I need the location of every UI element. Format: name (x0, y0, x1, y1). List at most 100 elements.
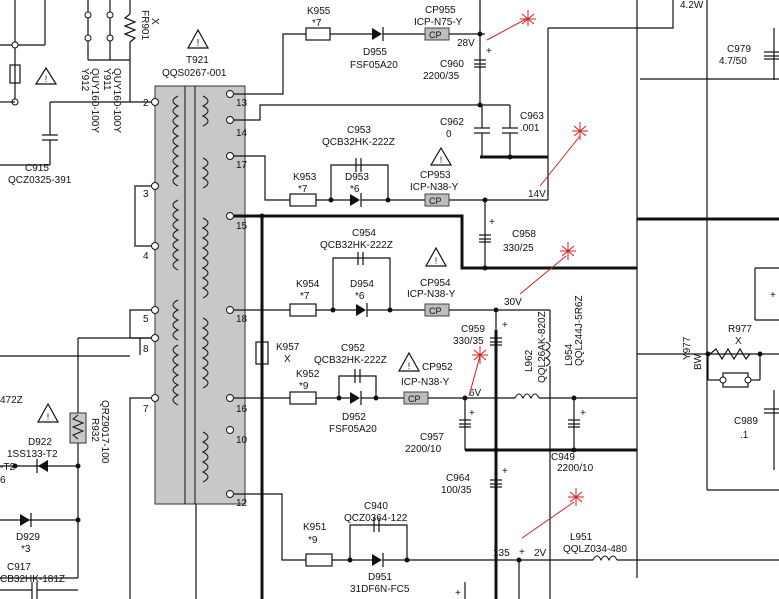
y911-label: Y911 (101, 68, 112, 91)
k954-label: K954 (296, 279, 320, 290)
voltage-28v: 28V (457, 38, 475, 49)
red-marker-5 (521, 488, 584, 539)
pin-3-label: 3 (143, 189, 149, 200)
d953-label: D953 (345, 172, 369, 183)
c949-label: C949 (551, 452, 575, 463)
svg-text:+: + (486, 46, 492, 57)
c962-value: 0 (446, 129, 452, 140)
k951-fuse (305, 553, 333, 567)
cp955-label: CP955 (425, 5, 456, 16)
d922-part: 1SS133-T2 (7, 449, 58, 460)
c964: + C964 100/35 (441, 466, 508, 496)
c954-label: C954 (352, 228, 376, 239)
l962-label: L962 (524, 349, 535, 372)
red-marker-4 (468, 346, 488, 397)
pin-16-label: 16 (236, 404, 248, 415)
c979-value: 4.7/50 (719, 56, 747, 67)
warning-icon: ! (397, 351, 421, 372)
svg-text:CP: CP (429, 30, 442, 40)
cp953-part: ICP-N38-Y (410, 182, 459, 193)
transformer-t921: ! T921 QQS0267-001 2 3 4 5 8 7 13 14 17 … (129, 28, 248, 599)
t921-label: T921 (186, 55, 209, 66)
c958-label: C958 (512, 229, 536, 240)
voltage-6v: 6V (469, 388, 482, 399)
c915-part: QCZ0325-391 (8, 175, 72, 186)
y912-label: Y912 (79, 68, 90, 92)
pin-12-label: 12 (236, 498, 248, 509)
k953-value: *7 (298, 184, 308, 195)
c959-value: 330/35 (453, 336, 484, 347)
rail-30v: CP C954 QCB32HK-222Z K954 *7 D954 *6 ! C… (234, 228, 585, 599)
svg-text:+: + (580, 408, 586, 419)
svg-text:+: + (455, 588, 461, 599)
c963-label: C963 (520, 111, 544, 122)
c989-label: C989 (734, 416, 758, 427)
c964-label: C964 (446, 473, 470, 484)
annotation-marks (468, 10, 588, 539)
svg-text:+: + (489, 217, 495, 228)
c917-label: C917 (7, 562, 31, 573)
cp952-label: CP952 (422, 362, 453, 373)
c957-value: 2200/10 (405, 444, 442, 455)
rail-6v: CP C952 QCB32HK-222Z K952 *9 D952 FSF05A… (234, 330, 637, 474)
pin-14-label: 14 (236, 128, 248, 139)
pin-5-label: 5 (143, 314, 149, 325)
d955-label: D955 (363, 47, 387, 58)
c960-value: 2200/35 (423, 71, 460, 82)
fr901-label: FR901 (139, 10, 150, 40)
fr901-value: X (149, 18, 160, 25)
c958-value: 330/25 (503, 243, 534, 254)
svg-text:CP: CP (429, 196, 442, 206)
pin-8-label: 8 (143, 344, 149, 355)
c917-part: CB32HK-181Z (0, 574, 65, 585)
svg-text:!: ! (435, 256, 438, 266)
r932-label: R932 (89, 418, 100, 442)
c940-part: QCZ0364-122 (344, 513, 408, 524)
k955-label: K955 (307, 6, 331, 17)
c962-label: C962 (440, 117, 464, 128)
d951-label: D951 (368, 572, 392, 583)
svg-text:+: + (502, 466, 508, 477)
k957-fuse (255, 341, 269, 365)
cp954-label: CP954 (420, 278, 451, 289)
k953-label: K953 (293, 172, 317, 183)
c952-part: QCB32HK-222Z (314, 355, 387, 366)
svg-text:!: ! (197, 38, 200, 49)
y912-part: QUY160-100Y (89, 68, 100, 133)
k957-label: K957 (276, 342, 300, 353)
c962-c963: C962 0 C963 .001 (440, 105, 548, 160)
c957-label: C957 (420, 432, 444, 443)
svg-text:!: ! (440, 155, 443, 165)
c964-value: 100/35 (441, 485, 472, 496)
c953-part: QCB32HK-222Z (322, 137, 395, 148)
c954-part: QCB32HK-222Z (320, 240, 393, 251)
cp952-part: ICP-N38-Y (401, 377, 450, 388)
voltage-30v: 30V (504, 297, 522, 308)
l951-part: QQLZ034-480 (563, 544, 627, 555)
pin-17-label: 17 (236, 160, 248, 171)
svg-text:CP: CP (408, 394, 421, 404)
cp953-label: CP953 (420, 170, 451, 181)
pin-18-label: 18 (236, 314, 248, 325)
k951-label: K951 (303, 522, 327, 533)
svg-text:+: + (519, 547, 525, 558)
svg-text:!: ! (408, 361, 411, 371)
k955-value: *7 (312, 18, 322, 29)
svg-text:!: ! (47, 412, 50, 422)
r977-label: R977 (728, 324, 752, 335)
l954-part: QQL244J-5R6Z (574, 295, 585, 366)
d922-label: D922 (28, 437, 52, 448)
left-edge-label-b: -T2 (0, 462, 15, 473)
voltage-14v: 14V (528, 189, 546, 200)
rail-28v: CP K955 *7 D955 FSF05A20 CP955 ICP-N75-Y… (234, 0, 510, 121)
c952-label: C952 (341, 343, 365, 354)
d952-part: FSF05A20 (329, 424, 377, 435)
red-marker-2 (539, 122, 588, 187)
d952-label: D952 (342, 412, 366, 423)
c915-label: C915 (25, 163, 49, 174)
left-edge-label-a: 472Z (0, 395, 23, 406)
d954-label: D954 (350, 279, 374, 290)
left-edge-label-c: 6 (0, 475, 6, 486)
l951-label: L951 (570, 532, 593, 543)
